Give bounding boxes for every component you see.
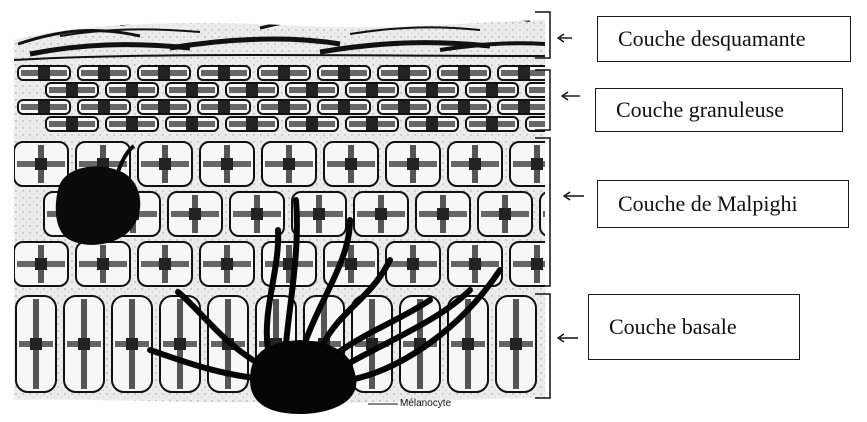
label-couche-desquamante: Couche desquamante <box>597 16 851 62</box>
basal-cell <box>496 296 536 392</box>
label-couche-basale: Couche basale <box>588 294 800 360</box>
granular-cell <box>106 117 158 131</box>
malpighi-cell <box>14 142 68 186</box>
granular-cell <box>226 83 278 97</box>
granular-cell <box>406 83 458 97</box>
label-couche-granuleuse: Couche granuleuse <box>595 88 843 132</box>
granular-cell <box>106 83 158 97</box>
label-text: Couche granuleuse <box>616 97 784 123</box>
granular-cell <box>226 117 278 131</box>
malpighi-cell <box>76 242 130 286</box>
malpighi-cell <box>386 142 440 186</box>
granular-cell <box>526 83 578 97</box>
granular-cell <box>318 66 370 80</box>
basal-cell <box>16 296 56 392</box>
label-arrows <box>558 34 584 342</box>
granular-cell <box>198 100 250 114</box>
malpighi-cell <box>510 142 564 186</box>
granular-cell <box>346 117 398 131</box>
malpighi-cell <box>478 192 532 236</box>
malpighi-cell <box>14 242 68 286</box>
malpighi-cell <box>448 142 502 186</box>
granular-cell <box>166 117 218 131</box>
melanocyte-label: Mélanocyte <box>400 398 451 409</box>
granular-cell <box>526 117 578 131</box>
granular-cell <box>498 100 550 114</box>
granular-cell <box>258 100 310 114</box>
malpighi-cell <box>262 242 316 286</box>
granular-cell <box>466 117 518 131</box>
granular-cell <box>346 83 398 97</box>
granular-cell <box>138 66 190 80</box>
granular-cell <box>438 100 490 114</box>
granular-cell <box>166 83 218 97</box>
malpighi-cell <box>416 192 470 236</box>
granular-cell <box>286 117 338 131</box>
malpighi-cell <box>386 242 440 286</box>
label-text: Couche de Malpighi <box>618 191 798 217</box>
malpighi-cell <box>168 192 222 236</box>
granular-cell <box>498 66 550 80</box>
granular-cell <box>438 66 490 80</box>
label-text: Couche basale <box>609 314 737 340</box>
granular-cell <box>318 100 370 114</box>
granular-cell <box>18 100 70 114</box>
granular-cell <box>258 66 310 80</box>
malpighi-cell <box>354 192 408 236</box>
granular-cell <box>466 83 518 97</box>
label-couche-malpighi: Couche de Malpighi <box>597 180 849 228</box>
basal-cell <box>112 296 152 392</box>
malpighi-cell <box>510 242 564 286</box>
granular-cell <box>378 100 430 114</box>
malpighi-cell <box>200 242 254 286</box>
malpighi-cell <box>324 142 378 186</box>
granular-cell <box>78 100 130 114</box>
granular-cell <box>46 83 98 97</box>
malpighi-cell <box>200 142 254 186</box>
label-text: Couche desquamante <box>618 26 806 52</box>
granular-cell <box>78 66 130 80</box>
malpighi-cell <box>138 242 192 286</box>
granular-cell <box>46 117 98 131</box>
basal-cell <box>64 296 104 392</box>
granular-cell <box>286 83 338 97</box>
basal-cell <box>400 296 440 392</box>
granular-cell <box>378 66 430 80</box>
granular-cell <box>138 100 190 114</box>
granular-cell <box>406 117 458 131</box>
malpighi-cell <box>262 142 316 186</box>
granular-cell <box>18 66 70 80</box>
granular-cell <box>198 66 250 80</box>
malpighi-cell <box>292 192 346 236</box>
malpighi-cell <box>138 142 192 186</box>
